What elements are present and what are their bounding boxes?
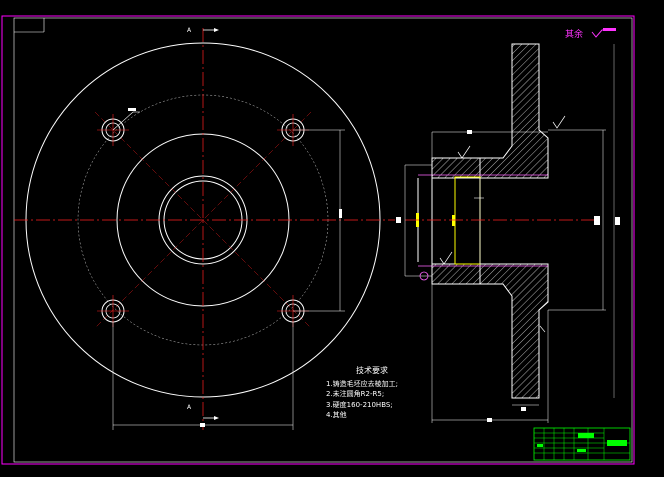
tech-requirement-item: 3.硬度160-210HBS;	[326, 400, 393, 409]
dim-text	[615, 217, 620, 225]
inner-border	[13, 17, 633, 463]
diag-centerline	[94, 111, 312, 329]
centerline-end-mark	[594, 216, 600, 225]
front-view	[14, 28, 401, 430]
surface-roughness-icon	[439, 251, 453, 265]
flange-section-hatch	[479, 43, 549, 179]
dim-text	[521, 407, 526, 411]
hub-wall-lower	[431, 263, 481, 285]
tech-requirements-title: 技术要求	[356, 366, 388, 375]
hole-leader-line	[112, 111, 134, 131]
title-block	[533, 427, 631, 461]
section-mark-bottom: A	[187, 404, 192, 411]
diag-centerline	[94, 111, 312, 329]
key-mark	[452, 215, 455, 226]
surface-roughness-icon	[457, 145, 471, 159]
centerline-end-mark	[396, 217, 401, 223]
datum-symbol	[419, 271, 429, 281]
dim-text	[487, 418, 492, 422]
keyway-profile	[454, 176, 481, 265]
tech-requirement-item: 4.其他	[326, 411, 347, 419]
tech-requirements: 技术要求 1.铸造毛坯应去棱加工; 2.未注圆角R2-R5; 3.硬度160-2…	[326, 366, 436, 421]
dim-text	[200, 423, 205, 427]
roughness-note: 其余	[565, 30, 584, 40]
flange-section-hatch	[479, 263, 549, 399]
dim-tick	[539, 325, 546, 333]
hole-dim-text	[128, 108, 136, 111]
surface-roughness-icon	[552, 115, 566, 129]
section-mark-top: A	[187, 27, 192, 34]
section-arrow-icon	[203, 28, 219, 32]
tech-requirement-item: 2.未注圆角R2-R5;	[326, 390, 385, 398]
tech-requirement-item: 1.铸造毛坯应去棱加工;	[326, 379, 399, 388]
section-arrow-icon	[203, 416, 219, 420]
sheet-border	[1, 15, 635, 465]
dim-text	[467, 130, 472, 134]
section-view	[404, 43, 620, 423]
surface-roughness-icon	[591, 28, 616, 38]
dim-text	[339, 209, 342, 218]
